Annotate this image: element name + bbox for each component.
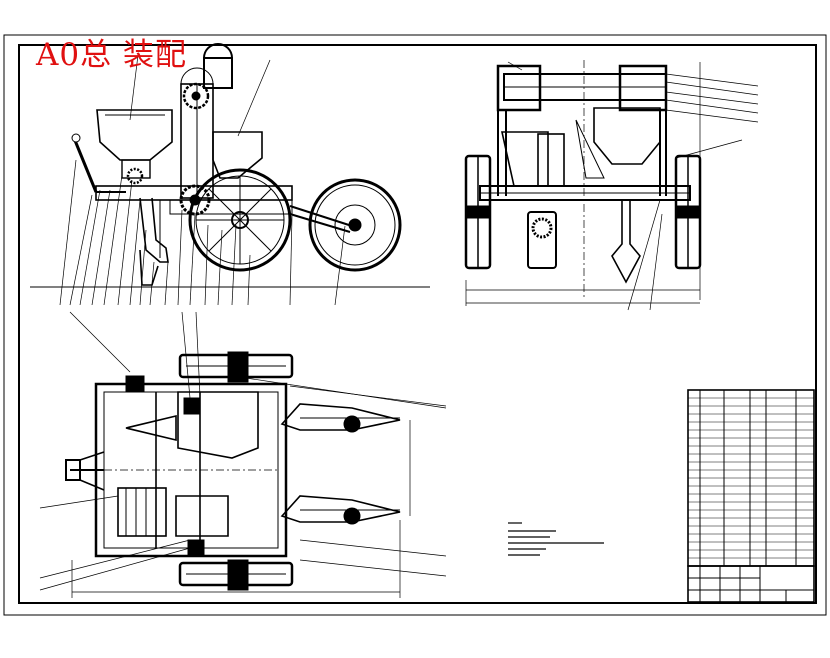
front-view bbox=[30, 43, 430, 306]
side-view bbox=[464, 60, 759, 311]
parts-list-table bbox=[687, 389, 815, 567]
title-block bbox=[687, 565, 815, 603]
inner-frame bbox=[18, 44, 817, 604]
drawing-title: A0总 装配 bbox=[36, 37, 187, 73]
technical-notes bbox=[508, 522, 604, 556]
outer-frame bbox=[3, 34, 827, 616]
plan-view bbox=[39, 311, 447, 598]
